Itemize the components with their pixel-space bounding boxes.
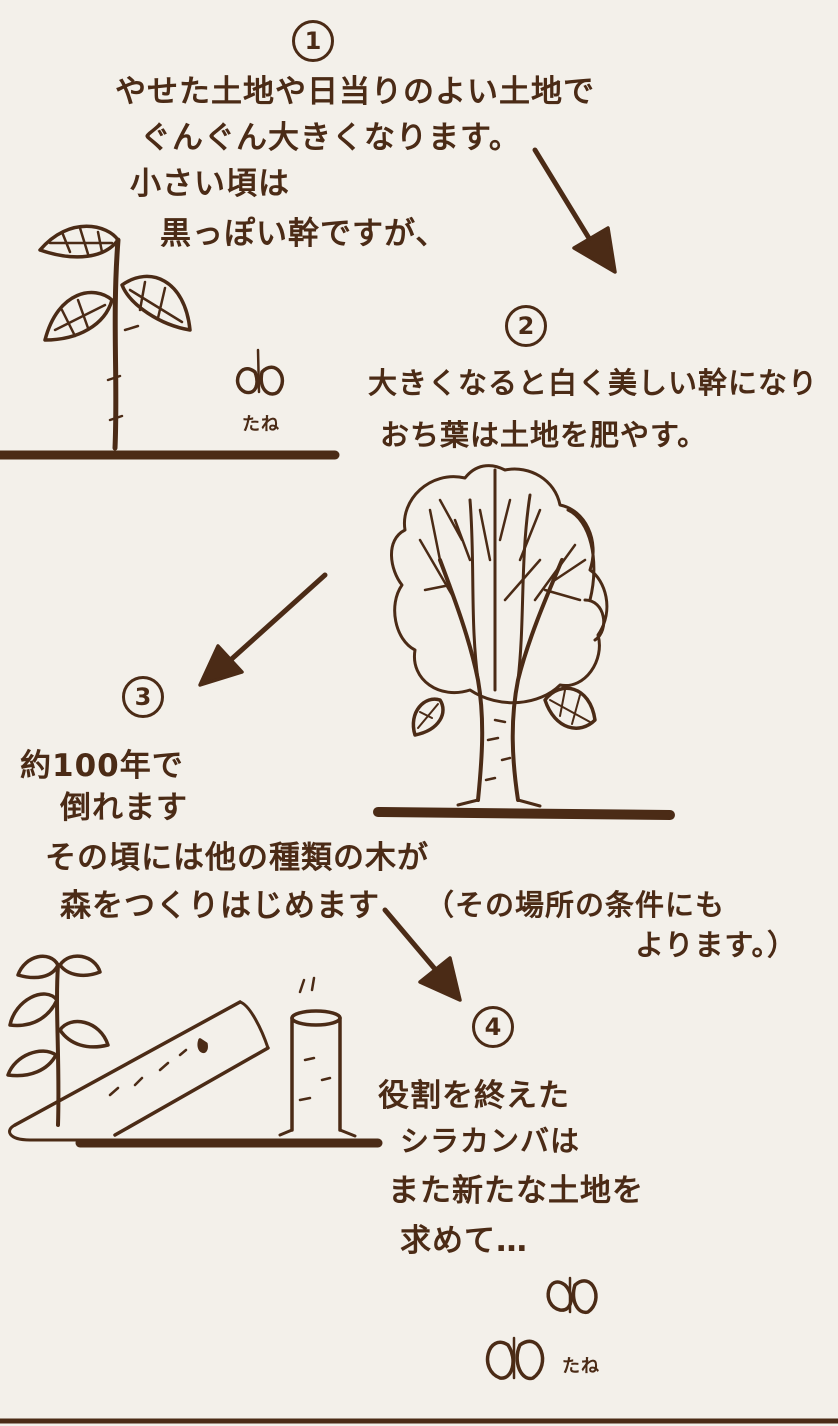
step-3-number: 3 [122, 676, 164, 718]
step-3-line-3: その頃には他の種類の木が [45, 840, 429, 876]
arrow-1-to-2 [532, 147, 617, 274]
seedling-leaf-left [43, 290, 114, 342]
step-1-number: 1 [292, 20, 334, 62]
step-1-line-3: 小さい頃は [130, 166, 290, 202]
step-3-line-4: 森をつくりはじめます [60, 888, 380, 924]
condition-note-line-2: よります。） [635, 928, 798, 962]
seed-3 [485, 1340, 515, 1380]
seed-1 [235, 367, 259, 395]
condition-note-line-1: （その場所の条件にも [425, 888, 726, 922]
tree-canopy [390, 464, 609, 705]
step-4-line-3: また新たな土地を [388, 1173, 644, 1209]
step-2-line-1: 大きくなると白く美しい幹になり [368, 366, 819, 400]
falling-leaf-left [411, 697, 445, 737]
step-4-line-2: シラカンバは [400, 1124, 581, 1158]
seedling-leaf-right [120, 274, 192, 332]
step-1-line-2: ぐんぐん大きくなります。 [140, 120, 521, 156]
fallen-tree-drawing [6, 954, 383, 1148]
arrow-3-to-4 [382, 907, 462, 1002]
tree-trunk-left [438, 558, 485, 802]
step-2-line-2: おち葉は土地を肥やす。 [380, 418, 708, 452]
seeds-drawing [485, 1276, 598, 1381]
step-3-line-1: 約100年で [20, 748, 184, 784]
tree-stump [290, 1016, 342, 1132]
step-4-number: 4 [472, 1006, 514, 1048]
mature-tree-drawing [373, 464, 675, 820]
seedling-leaf-top [38, 224, 120, 259]
ground-line-2 [373, 807, 675, 820]
step-1-line-4: 黒っぽい幹ですが、 [160, 216, 448, 252]
step-4-line-4: 求めて… [400, 1223, 528, 1259]
fallen-trunk [13, 1000, 270, 1137]
step-2-number: 2 [505, 305, 547, 347]
seedling-stem [112, 237, 121, 451]
seed-2 [546, 1280, 573, 1312]
seed-label-2: たね [562, 1356, 600, 1377]
arrow-2-to-3 [198, 572, 328, 687]
step-4-line-1: 役割を終えた [378, 1078, 570, 1114]
seedling-drawing [0, 224, 340, 460]
step-1-line-1: やせた土地や日当りのよい土地で [115, 74, 595, 110]
falling-leaf-right [543, 686, 597, 730]
step-3-line-2: 倒れます [60, 790, 188, 826]
seed-label-1: たね [242, 414, 280, 435]
